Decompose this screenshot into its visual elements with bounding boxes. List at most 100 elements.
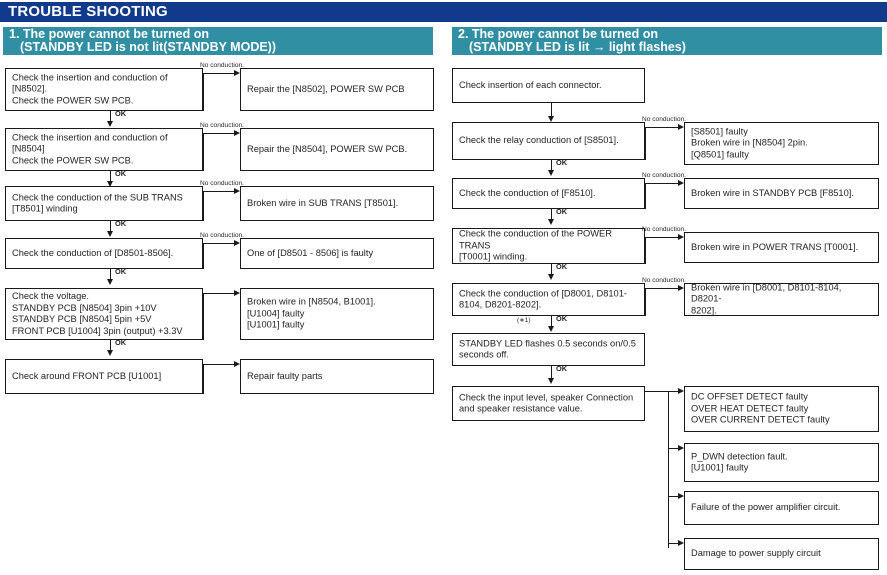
- c2-outcome-arrowhead-4: [678, 539, 684, 546]
- c2-outcome-box-1: DC OFFSET DETECT faulty OVER HEAT DETECT…: [684, 386, 879, 432]
- c1-branch-arrowhead-2: [234, 129, 240, 136]
- c1-branch-arm-4: [203, 243, 234, 244]
- c1-next-label-5: OK: [115, 338, 127, 347]
- c2-outcome-trunk-arm: [645, 391, 669, 392]
- c2-outcome-arm-2: [668, 448, 678, 449]
- c2-check-text-3: Check the conduction of [F8510].: [459, 187, 596, 198]
- c2-outcome-box-4: Damage to power supply circuit: [684, 538, 879, 570]
- c1-branch-arrowhead-6: [234, 360, 240, 367]
- document-title-bar: TROUBLE SHOOTING: [0, 2, 887, 22]
- c2-check-text-6: STANDBY LED flashes 0.5 seconds on/0.5 s…: [459, 337, 636, 360]
- c2-next-arrowhead-5: [547, 326, 554, 332]
- c2-branch-label-3: No conduction.: [642, 172, 686, 179]
- c2-check-text-4: Check the conduction of the POWER TRANS …: [459, 228, 612, 262]
- c1-branch-stem-2: [203, 133, 204, 171]
- c1-next-arrowhead-5: [106, 350, 113, 356]
- c2-branch-label-2: No conduction.: [642, 116, 686, 123]
- c1-check-text-2: Check the insertion and conduction of [N…: [12, 132, 168, 166]
- c1-next-arrowhead-2: [106, 181, 113, 187]
- c1-result-box-4: One of [D8501 - 8506] is faulty: [240, 238, 434, 269]
- c2-outcome-arrowhead-3: [678, 492, 684, 499]
- c1-next-arrowhead-4: [106, 279, 113, 285]
- c2-next-stem-4: [551, 264, 552, 276]
- c1-next-arrowhead-3: [106, 231, 113, 237]
- c1-branch-label-1: No conduction.: [200, 62, 244, 69]
- c2-result-box-2: [S8501] faulty Broken wire in [N8504] 2p…: [684, 122, 879, 165]
- c1-result-box-1: Repair the [N8502], POWER SW PCB: [240, 68, 434, 111]
- c1-check-box-1: Check the insertion and conduction of [N…: [5, 68, 203, 111]
- c2-branch-arm-5: [645, 288, 678, 289]
- c2-check-text-5: Check the conduction of [D8001, D8101- 8…: [459, 287, 627, 310]
- c2-outcome-text-4: Damage to power supply circuit: [691, 548, 821, 559]
- c1-result-text-1: Repair the [N8502], POWER SW PCB: [247, 83, 405, 94]
- c2-branch-arrowhead-4: [678, 233, 684, 240]
- c2-branch-arm-2: [645, 127, 678, 128]
- c2-next-arrowhead-6: [547, 378, 554, 384]
- c1-check-text-5: Check the voltage. STANDBY PCB [N8504] 3…: [12, 290, 183, 336]
- section-1-heading-line1: 1. The power cannot be turned on: [9, 27, 210, 41]
- c1-branch-arm-1: [203, 73, 234, 74]
- c2-next-label-3: OK: [556, 207, 568, 216]
- c1-result-text-5: Broken wire in [N8504, B1001]. [U1004] f…: [247, 296, 376, 330]
- c2-next-stem-1: [551, 103, 552, 118]
- c2-branch-label-5: No conduction.: [642, 277, 686, 284]
- c2-next-label-5: OK: [556, 314, 568, 323]
- c1-result-text-3: Broken wire in SUB TRANS [T8501].: [247, 197, 399, 208]
- c1-branch-arrowhead-1: [234, 69, 240, 76]
- c1-check-text-4: Check the conduction of [D8501-8506].: [12, 247, 174, 258]
- page-title: TROUBLE SHOOTING: [8, 3, 168, 20]
- c2-next-stem-5: [551, 316, 552, 328]
- c1-check-text-6: Check around FRONT PCB [U1001]: [12, 370, 162, 381]
- c1-next-label-2: OK: [115, 169, 127, 178]
- c1-check-text-1: Check the insertion and conduction of [N…: [12, 72, 168, 106]
- c2-check-box-4: Check the conduction of the POWER TRANS …: [452, 228, 645, 264]
- c1-result-text-2: Repair the [N8504], POWER SW PCB.: [247, 143, 408, 154]
- c1-branch-arm-5: [203, 293, 234, 294]
- c1-branch-stem-6: [203, 364, 204, 394]
- c2-next-stem-6: [551, 366, 552, 380]
- c1-branch-stem-4: [203, 243, 204, 269]
- c2-next-arrowhead-1: [547, 116, 554, 122]
- section-2-heading-line2: (STANDBY LED is lit → light flashes): [469, 40, 686, 54]
- c2-check-box-5: Check the conduction of [D8001, D8101- 8…: [452, 283, 645, 316]
- c1-check-box-5: Check the voltage. STANDBY PCB [N8504] 3…: [5, 288, 203, 340]
- c1-branch-label-3: No conduction.: [200, 180, 244, 187]
- c2-result-text-5: Broken wire in [D8001, D8101-8104, D8201…: [691, 282, 842, 316]
- c2-branch-stem-3: [645, 183, 646, 209]
- c2-next-arrowhead-4: [547, 274, 554, 280]
- c2-result-box-3: Broken wire in STANDBY PCB [F8510].: [684, 178, 879, 209]
- c2-branch-stem-5: [645, 288, 646, 316]
- c2-branch-arrowhead-3: [678, 179, 684, 186]
- c2-next-stem-3: [551, 209, 552, 221]
- c2-outcome-arm-4: [668, 543, 678, 544]
- section-header-2: 2. The power cannot be turned on (STANDB…: [452, 27, 882, 55]
- c2-outcome-box-2: P_DWN detection fault. [U1001] faulty: [684, 443, 879, 482]
- c2-outcome-text-2: P_DWN detection fault. [U1001] faulty: [691, 450, 788, 473]
- c1-next-label-4: OK: [115, 267, 127, 276]
- c2-branch-stem-4: [645, 237, 646, 264]
- c2-branch-arrowhead-5: [678, 284, 684, 291]
- c1-check-box-2: Check the insertion and conduction of [N…: [5, 128, 203, 171]
- c1-next-stem-5: [110, 340, 111, 352]
- c2-check-text-1: Check insertion of each connector.: [459, 79, 602, 90]
- c2-result-text-4: Broken wire in POWER TRANS [T0001].: [691, 241, 859, 252]
- c2-next-arrowhead-3: [547, 219, 554, 225]
- c2-outcome-arm-3: [668, 496, 678, 497]
- c2-outcome-text-1: DC OFFSET DETECT faulty OVER HEAT DETECT…: [691, 391, 830, 425]
- c2-outcome-box-3: Failure of the power amplifier circuit.: [684, 491, 879, 525]
- section-1-heading-line2: (STANDBY LED is not lit(STANDBY MODE)): [20, 40, 277, 54]
- c1-check-box-4: Check the conduction of [D8501-8506].: [5, 238, 203, 269]
- c2-branch-arm-3: [645, 183, 678, 184]
- c2-next-arrowhead-2: [547, 170, 554, 176]
- c2-check-box-3: Check the conduction of [F8510].: [452, 178, 645, 209]
- c1-branch-arrowhead-3: [234, 187, 240, 194]
- c1-next-label-1: OK: [115, 109, 127, 118]
- c2-result-box-5: Broken wire in [D8001, D8101-8104, D8201…: [684, 282, 879, 316]
- c2-outcome-arrowhead-2: [678, 444, 684, 451]
- c2-result-text-3: Broken wire in STANDBY PCB [F8510].: [691, 187, 854, 198]
- c2-branch-label-4: No conduction.: [642, 226, 686, 233]
- c1-check-box-3: Check the conduction of the SUB TRANS [T…: [5, 186, 203, 221]
- c2-next-label-2: OK: [556, 158, 568, 167]
- c1-result-box-2: Repair the [N8504], POWER SW PCB.: [240, 128, 434, 171]
